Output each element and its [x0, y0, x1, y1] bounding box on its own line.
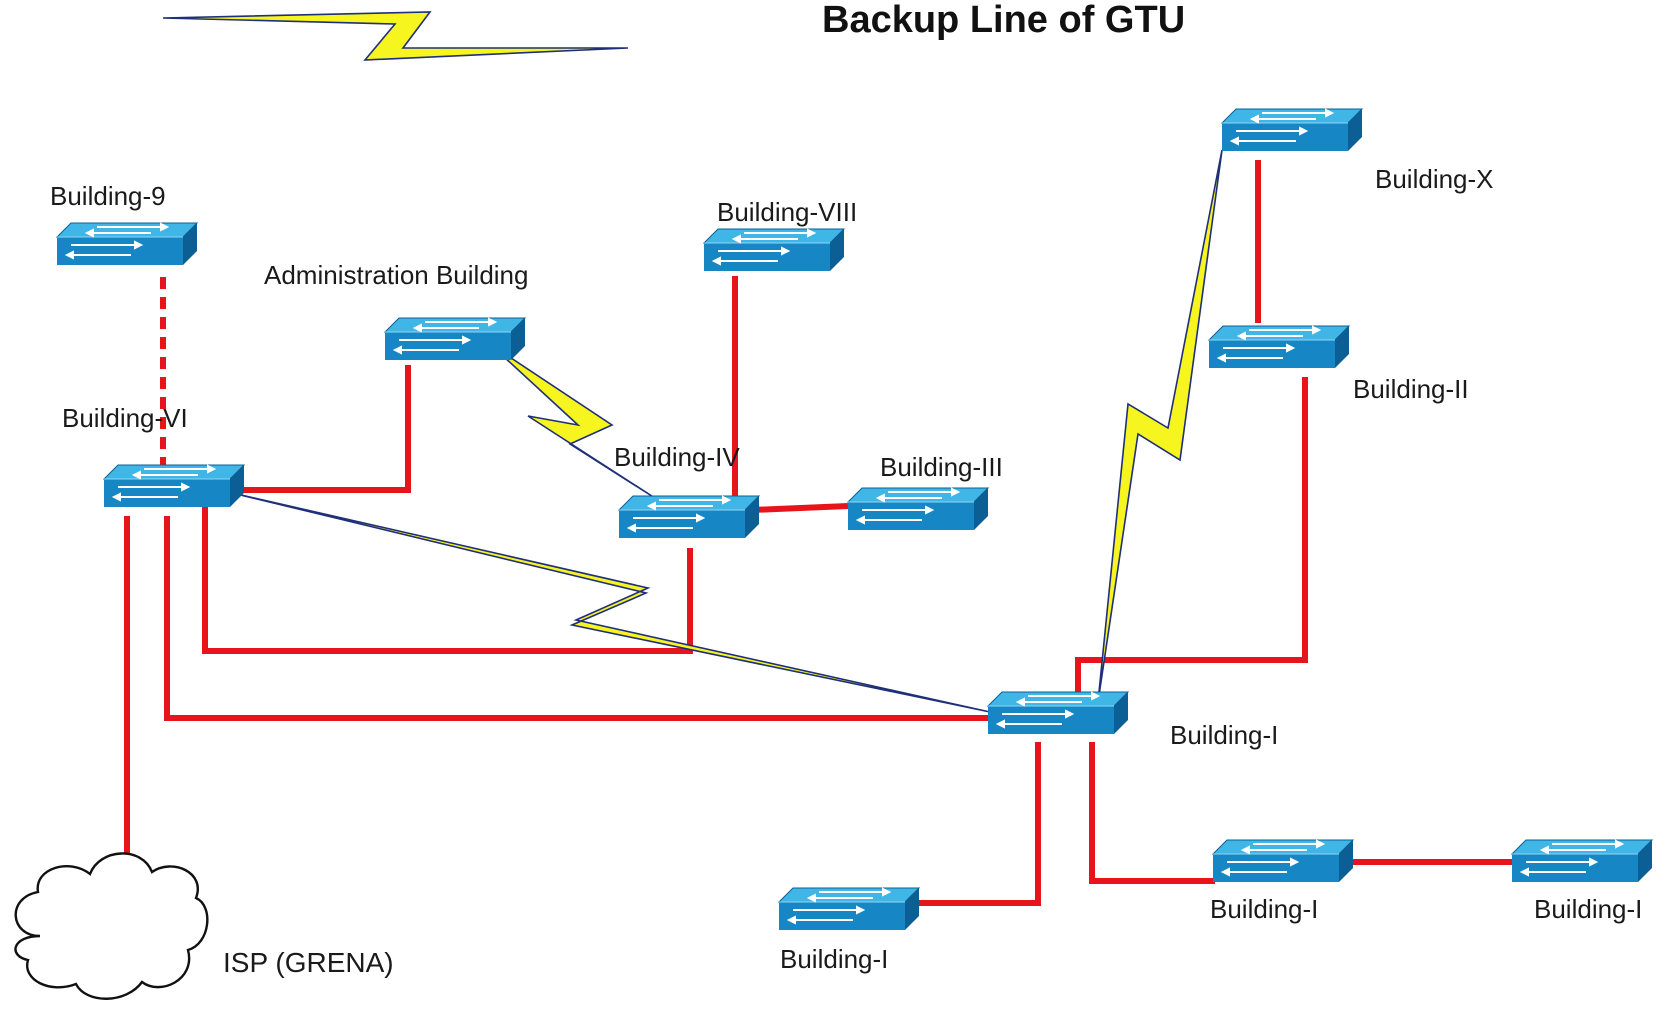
label-building-ii: Building-II: [1353, 374, 1469, 404]
buildingiii-switch-icon: [847, 487, 989, 531]
backup-admin-buildingiv-lightning-bolt-icon: [489, 343, 659, 501]
isp-cloud-icon: [14, 852, 209, 1000]
label-building-iv: Building-IV: [614, 442, 740, 472]
label-administration-building: Administration Building: [264, 260, 528, 290]
label-isp: ISP (GRENA): [223, 947, 394, 978]
building9-switch-icon: [56, 222, 198, 266]
buildingii-switch-icon: [1208, 325, 1350, 369]
buildingiv-switch-icon: [618, 495, 760, 539]
link-buildingvi-buildingi: [164, 516, 990, 721]
link-buildingvi-admin: [230, 365, 411, 493]
buildingi-main-switch-icon: [987, 691, 1129, 735]
link-buildingi-mid: [1089, 742, 1215, 884]
diagram-title: Backup Line of GTU: [822, 0, 1185, 41]
buildingx-switch-icon: [1221, 108, 1363, 152]
buildingviii-switch-icon: [703, 228, 845, 272]
label-building-i-bottom: Building-I: [780, 944, 888, 974]
admin-building-switch-icon: [384, 317, 526, 361]
link-buildingii-buildingi: [1075, 377, 1308, 700]
buildingi-mid-switch-icon: [1212, 839, 1354, 883]
link-buildingiv-buildingiii: [751, 503, 849, 513]
label-building-iii: Building-III: [880, 452, 1003, 482]
label-building-viii: Building-VIII: [717, 197, 857, 227]
label-building-vi: Building-VI: [62, 403, 188, 433]
label-building-i-right: Building-I: [1534, 894, 1642, 924]
buildingvi-switch-icon: [103, 464, 245, 508]
backup-buildingx-buildingi-lightning-bolt-icon: [1097, 149, 1223, 703]
buildingi-right-switch-icon: [1511, 839, 1653, 883]
buildingi-bottom-switch-icon: [778, 887, 920, 931]
label-building-9: Building-9: [50, 181, 166, 211]
label-building-i-mid: Building-I: [1210, 894, 1318, 924]
label-building-i-main: Building-I: [1170, 720, 1278, 750]
legend-lightning-bolt-icon: [162, 11, 629, 61]
label-building-x: Building-X: [1375, 164, 1494, 194]
link-buildingvi-buildingiv: [202, 505, 693, 654]
link-buildingi-bottom: [895, 742, 1041, 906]
